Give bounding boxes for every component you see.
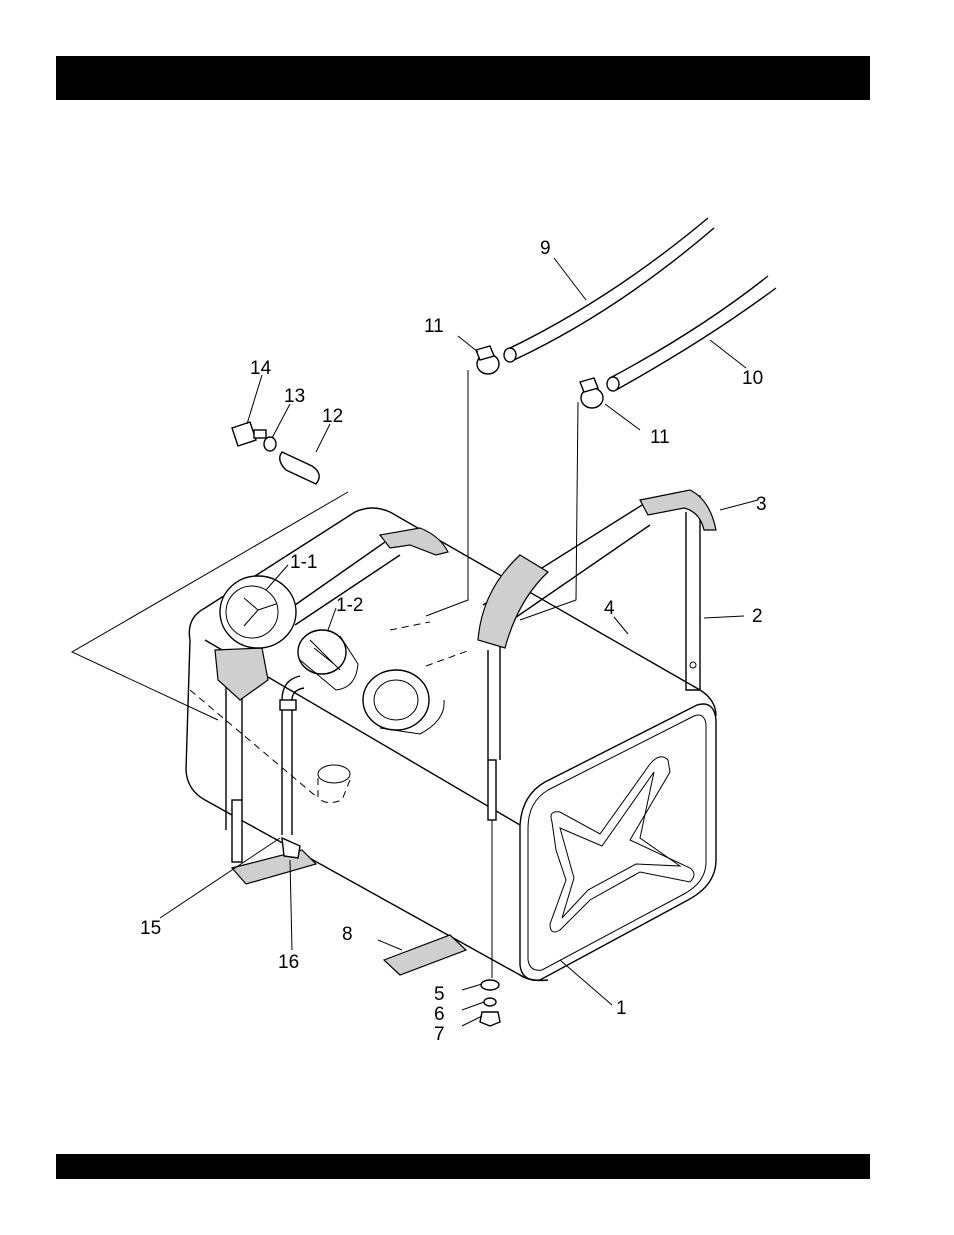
callout-15: 15 [140, 918, 161, 939]
callout-labels: 9 10 11 11 14 13 12 3 2 4 1-1 1-2 1 8 5 … [140, 238, 767, 1045]
hose-clamp-lower [580, 378, 603, 408]
strap-pad-left [380, 528, 448, 555]
callout-10: 10 [742, 368, 763, 389]
callout-9: 9 [540, 238, 551, 259]
fuel-hose-9 [504, 218, 714, 362]
strap-pad-right [640, 490, 716, 530]
callout-1-1: 1-1 [290, 552, 317, 573]
callout-14: 14 [250, 358, 272, 379]
callout-8: 8 [342, 924, 353, 945]
callout-1: 1 [616, 998, 627, 1019]
callout-7: 7 [434, 1024, 445, 1045]
strap-pad-front [215, 648, 268, 700]
drain-bushing [280, 452, 319, 484]
nut [480, 1012, 500, 1026]
fuel-strainer [298, 630, 358, 690]
callout-13: 13 [284, 386, 305, 407]
drain-gasket [264, 437, 276, 451]
tank-strap [226, 496, 700, 830]
callout-1-2: 1-2 [336, 595, 363, 616]
callout-12: 12 [322, 406, 343, 427]
gasket-ring [363, 670, 444, 734]
callout-3: 3 [756, 494, 767, 515]
callout-2: 2 [752, 606, 763, 627]
callout-5: 5 [434, 984, 445, 1005]
callout-16: 16 [278, 952, 299, 973]
callout-6: 6 [434, 1004, 445, 1025]
callout-11-upper: 11 [424, 316, 444, 337]
drain-plug [232, 422, 266, 446]
rubber-pad-front [232, 850, 316, 884]
rubber-pad-rear [384, 935, 466, 975]
washer [481, 980, 499, 990]
hose-clamp-upper [476, 346, 499, 374]
callout-4: 4 [604, 598, 615, 619]
callout-11-lower: 11 [650, 427, 670, 448]
fuel-cap [220, 576, 296, 648]
lock-washer [484, 998, 496, 1006]
fuel-pickup-tube [280, 676, 304, 858]
